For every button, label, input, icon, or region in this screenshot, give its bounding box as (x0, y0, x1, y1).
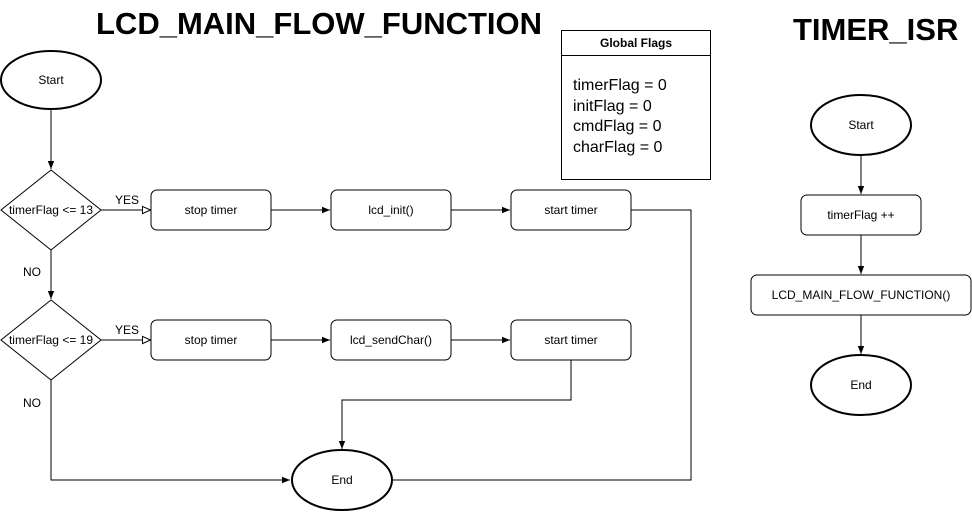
row2-lcd-sendchar-label: lcd_sendChar() (350, 333, 432, 347)
row1-lcd-init-label: lcd_init() (368, 203, 413, 217)
row1-stop-timer-box (150, 189, 272, 231)
decision1-diamond (0, 169, 102, 251)
flag-line-init: initFlag = 0 (573, 97, 652, 115)
flag-line-timer: timerFlag = 0 (573, 77, 667, 94)
decision2-diamond (0, 299, 102, 381)
yes2-label: YES (115, 323, 139, 337)
row2-lcd-sendchar-box (330, 319, 452, 361)
isr-labels: Start timerFlag ++ LCD_MAIN_FLOW_FUNCTIO… (772, 118, 951, 392)
no1-label: NO (23, 265, 41, 279)
main-flow-title: LCD_MAIN_FLOW_FUNCTION (96, 6, 543, 41)
row1-stop-timer-label: stop timer (185, 203, 238, 217)
row2-stop-timer-box (150, 319, 272, 361)
main-flow-connectors (47, 109, 692, 484)
isr-start-terminal (810, 94, 912, 156)
yes1-label: YES (115, 193, 139, 207)
row1-start-timer-label: start timer (544, 203, 597, 217)
isr-title: TIMER_ISR (793, 12, 959, 47)
isr-step2-box (750, 274, 972, 316)
global-flags-header: Global Flags (562, 31, 710, 56)
isr-end-label: End (850, 378, 871, 392)
main-end-label: End (331, 473, 352, 487)
decision2-no-to-end-arrow (50, 380, 290, 484)
no2-label: NO (23, 396, 41, 410)
main-end-terminal (291, 449, 393, 511)
row1-start-timer-box (510, 189, 632, 231)
isr-shapes (750, 94, 972, 416)
isr-step1-label: timerFlag ++ (827, 208, 894, 222)
isr-end-terminal (810, 354, 912, 416)
row1-to-end-arrow (382, 209, 692, 484)
row2-start-timer-label: start timer (544, 333, 597, 347)
isr-step1-box (800, 194, 922, 236)
row2-stop-timer-label: stop timer (185, 333, 238, 347)
isr-step2-label: LCD_MAIN_FLOW_FUNCTION() (772, 288, 951, 302)
main-start-terminal (0, 50, 102, 110)
main-flow-shapes (0, 50, 632, 511)
global-flags-box: Global Flags timerFlag = 0 initFlag = 0 … (561, 30, 711, 180)
main-start-label: Start (38, 73, 64, 87)
decision1-label: timerFlag <= 13 (9, 203, 93, 217)
isr-start-label: Start (848, 118, 874, 132)
flag-line-cmd: cmdFlag = 0 (573, 118, 662, 135)
global-flags-list: timerFlag = 0 initFlag = 0 cmdFlag = 0 c… (562, 56, 710, 158)
row2-start-timer-box (510, 319, 632, 361)
main-flow-labels: Start timerFlag <= 13 timerFlag <= 19 YE… (9, 73, 598, 487)
decision2-label: timerFlag <= 19 (9, 333, 93, 347)
flag-line-char: charFlag = 0 (573, 138, 663, 156)
row1-lcd-init-box (330, 189, 452, 231)
row2-to-end-arrow (338, 360, 572, 449)
